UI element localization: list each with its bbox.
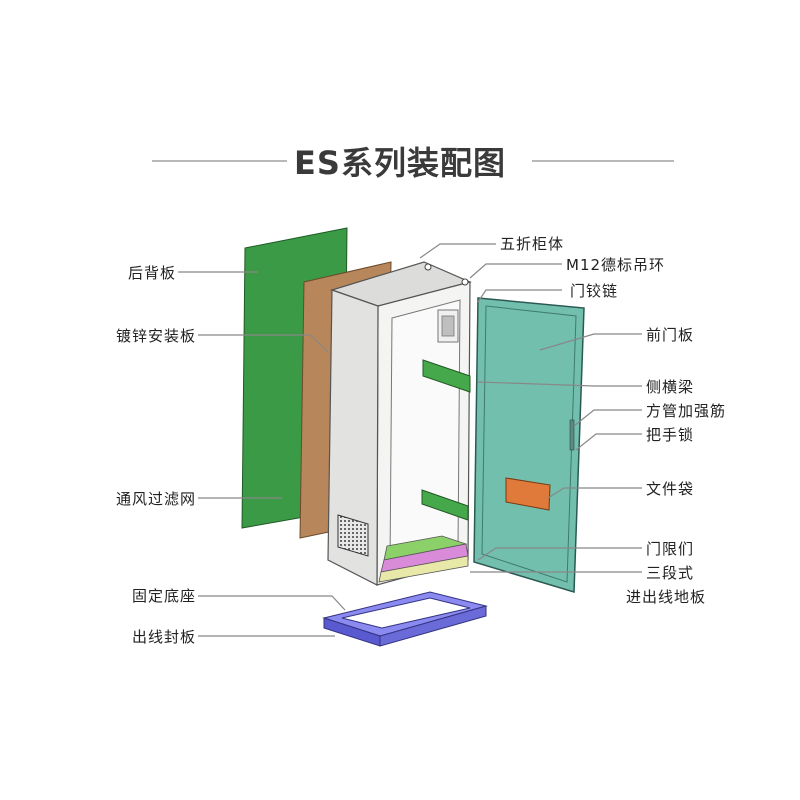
label-document-pocket: 文件袋 xyxy=(646,480,695,498)
label-fixed-base: 固定底座 xyxy=(131,587,196,605)
label-cable-seal-plate: 出线封板 xyxy=(131,628,196,646)
document-pocket xyxy=(505,477,551,511)
label-front-door-panel: 前门板 xyxy=(646,326,695,344)
label-lifting-ring: M12德标吊环 xyxy=(566,256,666,274)
label-floor-plate-line1: 三段式 xyxy=(646,564,695,582)
handle-lock xyxy=(569,419,575,451)
front-door xyxy=(473,297,585,593)
diagram-title: ES系列装配图 xyxy=(294,144,506,182)
label-handle-lock: 把手锁 xyxy=(646,426,695,444)
leader-lines xyxy=(178,243,642,637)
lifting-ring-right xyxy=(461,278,469,286)
label-floor-plate-line2: 进出线地板 xyxy=(626,588,707,606)
floor-plate-yellow xyxy=(378,555,469,583)
side-crossbeam-lower xyxy=(421,489,469,521)
vent-grille xyxy=(337,514,369,557)
title-rule-right xyxy=(532,160,674,162)
label-frame-body: 五折柜体 xyxy=(500,235,565,253)
label-vent-filter: 通风过滤网 xyxy=(115,490,196,508)
title-rule-left xyxy=(152,160,287,162)
fixed-base xyxy=(322,591,488,647)
label-square-tube-reinforcement: 方管加强筋 xyxy=(646,402,727,420)
label-door-hinge: 门铰链 xyxy=(570,282,619,300)
label-door-stop: 门限们 xyxy=(646,540,695,558)
label-side-crossbeam: 侧横梁 xyxy=(646,378,695,396)
label-back-panel: 后背板 xyxy=(127,264,176,282)
lifting-ring-left xyxy=(424,263,432,271)
label-galvanized-mount-plate: 镀锌安装板 xyxy=(115,327,196,345)
cabinet-frame xyxy=(327,261,472,586)
side-crossbeam-upper xyxy=(422,359,471,393)
